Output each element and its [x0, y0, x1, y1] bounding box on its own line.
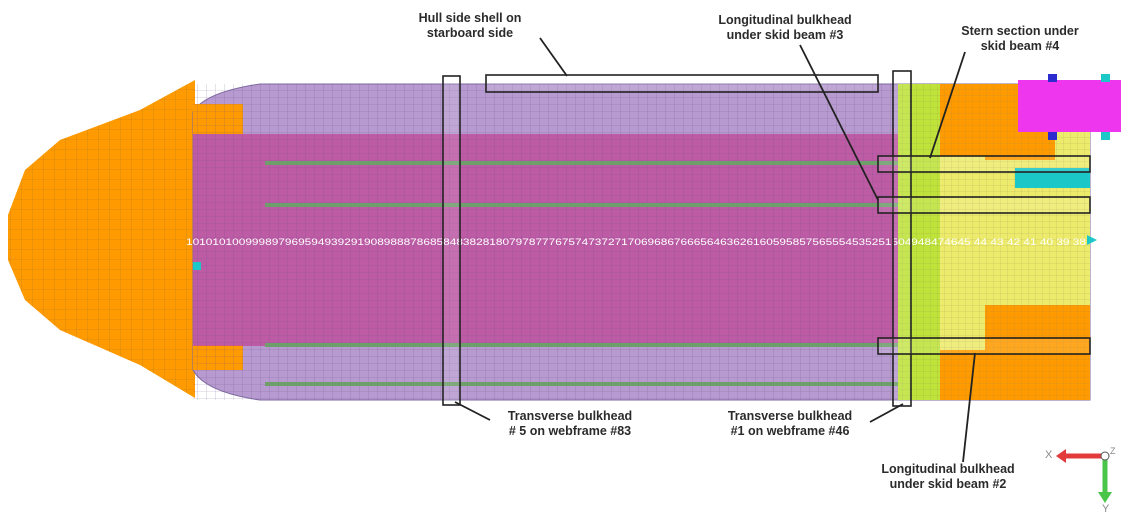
- node-marker: [193, 262, 201, 270]
- callout-line: Transverse bulkhead: [727, 409, 853, 423]
- leader-line: [539, 37, 568, 77]
- bow-section: [8, 80, 195, 398]
- callout-leader-lines: [454, 37, 976, 463]
- callout-line: under skid beam #3: [726, 28, 844, 42]
- x-axis-arrowhead: [1056, 449, 1066, 463]
- callout-transverse-bulkhead-1: Transverse bulkhead #1 on webframe #46: [715, 409, 865, 439]
- longitudinal-stiffeners: [265, 161, 1090, 386]
- longitudinal-bulkhead-3-box: [877, 196, 1091, 214]
- skid-beam-block: [1018, 80, 1121, 132]
- node-marker: [1048, 74, 1057, 82]
- stern-section: [193, 74, 1121, 400]
- callout-longitudinal-bulkhead-3: Longitudinal bulkhead under skid beam #3: [705, 13, 865, 43]
- webframe-number-labels: 1010101009998979695949392919089888786858…: [186, 237, 1086, 247]
- callout-stern-section-4: Stern section under skid beam #4: [945, 24, 1095, 54]
- z-axis-dot: [1100, 451, 1110, 461]
- callout-longitudinal-bulkhead-2: Longitudinal bulkhead under skid beam #2: [868, 462, 1028, 492]
- callout-transverse-bulkhead-5: Transverse bulkhead # 5 on webframe #83: [495, 409, 645, 439]
- callout-line: under skid beam #2: [889, 477, 1007, 491]
- stern-section-4-box: [877, 155, 1091, 173]
- node-marker: [1101, 74, 1110, 82]
- transverse-bulkhead-5-box: [442, 75, 461, 406]
- leader-line: [454, 401, 491, 421]
- leader-line: [929, 51, 966, 159]
- callout-line: #1 on webframe #46: [730, 424, 850, 438]
- callout-hull-side-shell: Hull side shell on starboard side: [405, 11, 535, 41]
- callout-line: # 5 on webframe #83: [508, 424, 632, 438]
- callout-line: starboard side: [426, 26, 514, 40]
- callout-line: skid beam #4: [980, 39, 1060, 53]
- leader-line: [962, 352, 976, 463]
- y-axis-arrowhead: [1098, 492, 1112, 503]
- callout-line: Stern section under: [961, 24, 1079, 38]
- arrow-marker: [1087, 235, 1097, 245]
- z-axis-label: Z: [1110, 446, 1116, 456]
- leader-line: [869, 403, 904, 423]
- transverse-bulkhead-1-box: [892, 70, 912, 407]
- longitudinal-bulkhead-2-box: [877, 337, 1091, 355]
- y-axis-label: Y: [1102, 503, 1110, 515]
- node-marker: [1101, 132, 1110, 140]
- callout-line: Hull side shell on: [418, 11, 522, 25]
- callout-line: Longitudinal bulkhead: [718, 13, 852, 27]
- callout-line: Transverse bulkhead: [507, 409, 633, 423]
- highlight-boxes: [442, 70, 1091, 407]
- hull-side-shell-box: [485, 74, 879, 93]
- axis-triad: [1056, 449, 1112, 503]
- callout-line: Longitudinal bulkhead: [881, 462, 1015, 476]
- x-axis-label: X: [1045, 449, 1053, 461]
- node-marker: [1048, 132, 1057, 140]
- leader-line: [799, 44, 879, 201]
